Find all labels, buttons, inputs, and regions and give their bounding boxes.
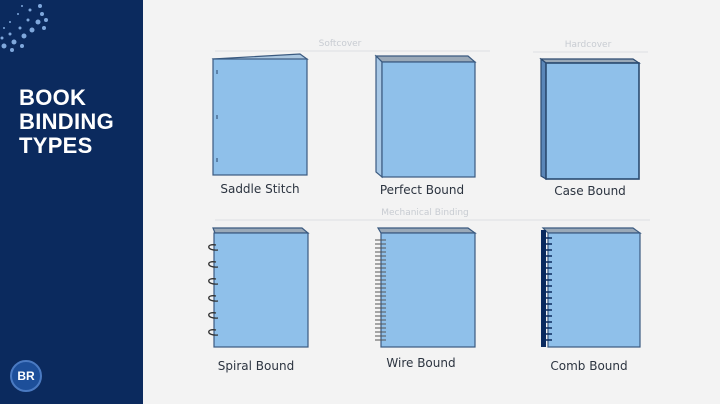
label-perfect-bound: Perfect Bound <box>380 183 464 197</box>
section-hardcover: Hardcover <box>565 40 612 50</box>
page-title: BOOK BINDING TYPES <box>19 86 114 158</box>
section-softcover: Softcover <box>319 39 362 49</box>
title-line: BOOK <box>19 85 87 110</box>
title-line: BINDING <box>19 109 114 134</box>
label-wire-bound: Wire Bound <box>386 356 455 370</box>
label-spiral-bound: Spiral Bound <box>218 359 294 373</box>
label-case-bound: Case Bound <box>554 184 626 198</box>
section-mechanical: Mechanical Binding <box>381 208 469 218</box>
dot-burst-decoration <box>0 4 48 52</box>
br-logo: BR <box>10 360 42 392</box>
spiral-bound-book <box>208 227 310 348</box>
case-bound-book <box>539 57 641 181</box>
label-comb-bound: Comb Bound <box>550 359 627 373</box>
sidebar: BOOK BINDING TYPES BR <box>0 0 143 404</box>
wire-bound-book <box>375 227 477 348</box>
perfect-bound-book <box>374 54 477 179</box>
title-line: TYPES <box>19 133 93 158</box>
comb-bound-book <box>541 227 642 348</box>
saddle-stitch-book <box>211 53 309 176</box>
label-saddle-stitch: Saddle Stitch <box>220 182 299 196</box>
